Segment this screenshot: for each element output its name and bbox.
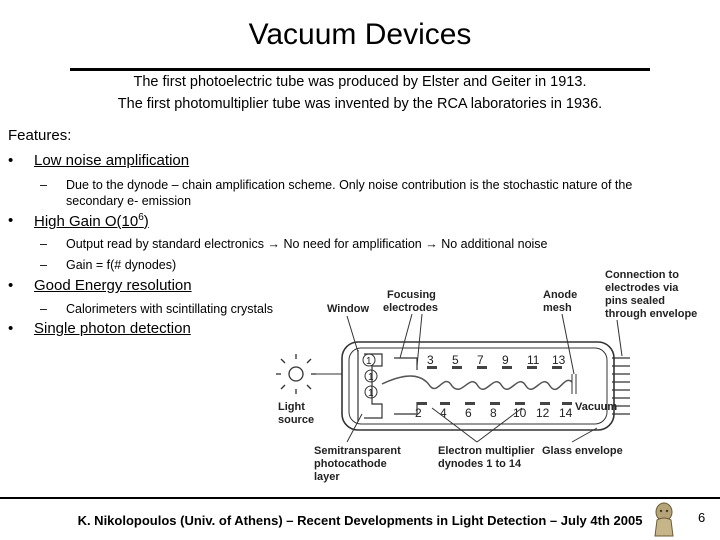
- bullet-marker: •: [8, 320, 14, 337]
- dynode-chain: [417, 366, 572, 405]
- bullet-text: High Gain O(106): [34, 212, 149, 230]
- sub-text: secondary e- emission: [66, 194, 192, 208]
- sub-marker: –: [40, 258, 47, 272]
- bullet-text-sup: 6: [138, 212, 144, 223]
- label-connection-3: pins sealed: [605, 295, 665, 307]
- label-connection-4: through envelope: [605, 308, 697, 320]
- bullet-text-suffix: ): [143, 213, 149, 230]
- page-number: 6: [698, 510, 706, 525]
- sub-marker: –: [40, 302, 47, 316]
- label-electrodes: electrodes: [383, 302, 438, 314]
- label-electron-multiplier: Electron multiplier: [438, 445, 535, 457]
- marker-label: 1: [366, 356, 372, 367]
- dynode-number: 4: [440, 406, 447, 420]
- label-connection-2: electrodes via: [605, 282, 679, 294]
- sub-text: Calorimeters with scintillating crystals: [66, 302, 274, 316]
- sub-marker: –: [40, 237, 47, 251]
- photomultiplier-diagram: Window Focusing electrodes Anode mesh Co…: [276, 269, 697, 483]
- sub-marker: –: [40, 178, 47, 192]
- slide-title: Vacuum Devices: [248, 18, 472, 51]
- dynode-number: 13: [552, 353, 566, 367]
- anode-mesh: [571, 374, 577, 394]
- photocathode: [357, 350, 383, 422]
- dynode-number: 2: [415, 406, 422, 420]
- bullet-marker: •: [8, 277, 14, 294]
- bullet-marker: •: [8, 212, 14, 229]
- marker-label: 1: [368, 388, 374, 399]
- label-dynodes: dynodes 1 to 14: [438, 458, 522, 470]
- features-heading: Features:: [8, 127, 72, 144]
- label-layer: layer: [314, 471, 340, 483]
- dynode-number: 3: [427, 353, 434, 367]
- bullet-marker: •: [8, 152, 14, 169]
- photoelectron-markers: 1 1 1: [362, 353, 378, 399]
- connector-pins: [612, 357, 630, 415]
- bullet-text: Good Energy resolution: [34, 277, 192, 294]
- label-semitransparent: Semitransparent: [314, 445, 401, 457]
- label-glass-envelope: Glass envelope: [542, 445, 623, 457]
- bullet-text: Low noise amplification: [34, 152, 190, 169]
- dynode-numbers: 3 5 7 9 11 13 2 4 6 8 10 12 14: [415, 353, 573, 420]
- sub-text: Gain = f(# dynodes): [66, 258, 177, 272]
- dynode-number: 14: [559, 406, 573, 420]
- intro-line-1: The first photoelectric tube was produce…: [133, 74, 587, 90]
- tube-envelope: [341, 341, 615, 431]
- focusing-electrodes: [394, 357, 418, 415]
- dynode-number: 8: [490, 406, 497, 420]
- footer-text: K. Nikolopoulos (Univ. of Athens) – Rece…: [77, 513, 643, 528]
- label-photocathode: photocathode: [314, 458, 387, 470]
- label-vacuum: Vacuum: [575, 401, 617, 413]
- label-focusing: Focusing: [387, 289, 436, 301]
- sub-text: Output read by standard electronics → No…: [66, 237, 548, 251]
- bullet-text-prefix: High Gain O(10: [34, 213, 139, 230]
- label-connection-1: Connection to: [605, 269, 679, 281]
- label-source: source: [278, 414, 314, 426]
- dynode-number: 5: [452, 353, 459, 367]
- dynode-number: 7: [477, 353, 484, 367]
- title-underline: [70, 68, 650, 71]
- label-mesh: mesh: [543, 302, 572, 314]
- bullet-text: Single photon detection: [34, 320, 191, 337]
- marker-label: 1: [368, 372, 374, 383]
- university-logo-icon: [654, 502, 674, 537]
- footer-rule: [0, 497, 720, 499]
- leader-lines: [346, 313, 623, 443]
- intro-line-2: The first photomultiplier tube was inven…: [117, 96, 603, 112]
- dynode-number: 10: [513, 406, 527, 420]
- label-anode: Anode: [543, 289, 577, 301]
- light-source-icon: [276, 354, 316, 394]
- label-window: Window: [327, 303, 369, 315]
- sub-text: Due to the dynode – chain amplification …: [66, 178, 633, 192]
- dynode-number: 6: [465, 406, 472, 420]
- dynode-number: 11: [527, 353, 540, 367]
- dynode-number: 12: [536, 406, 550, 420]
- dynode-number: 9: [502, 353, 509, 367]
- label-light: Light: [278, 401, 305, 413]
- electron-path: [381, 375, 573, 391]
